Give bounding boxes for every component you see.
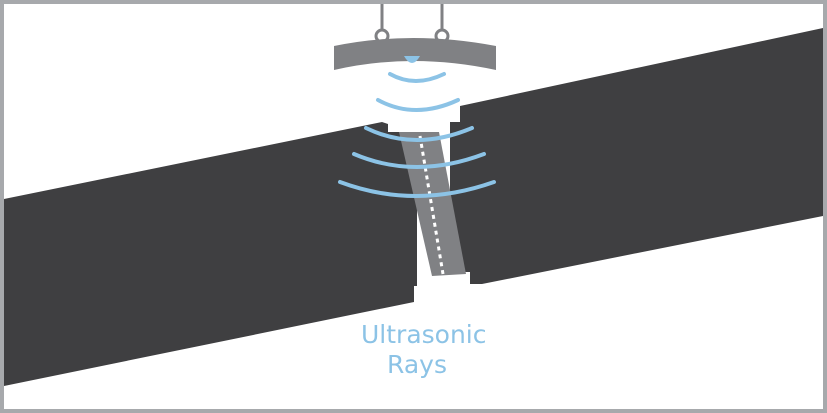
right-steel-plate — [450, 28, 823, 284]
left-steel-plate — [4, 122, 417, 386]
ultrasonic-probe-icon — [334, 38, 496, 70]
ultrasonic-rays-label: Ultrasonic Rays — [361, 320, 487, 380]
caption-line-1: Ultrasonic — [361, 320, 487, 349]
caption-line-2: Rays — [387, 350, 447, 379]
ultrasonic-weld-diagram — [4, 4, 823, 386]
probe-emitter — [404, 56, 420, 63]
probe-hangers — [374, 4, 450, 44]
sound-wave-icon — [338, 72, 496, 198]
